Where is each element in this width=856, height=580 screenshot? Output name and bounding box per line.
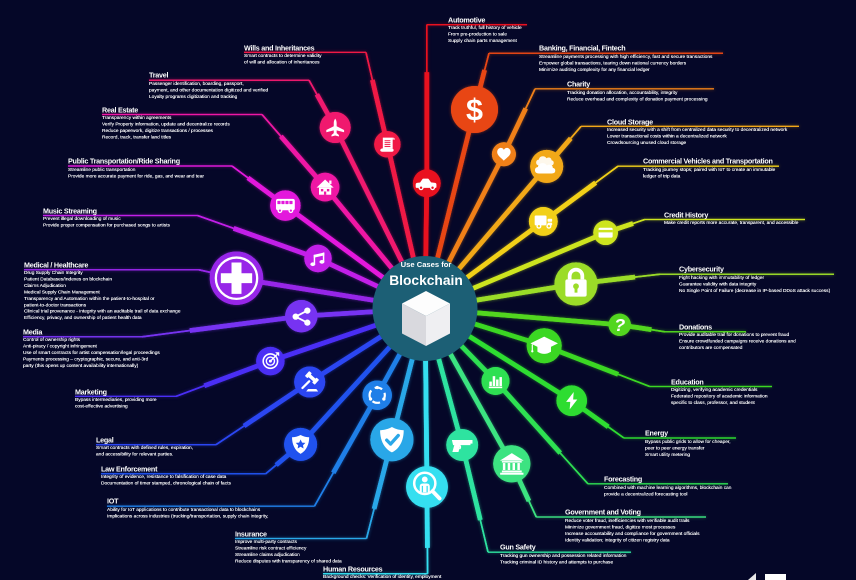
svg-text:Blockchain: Blockchain [389, 273, 463, 288]
svg-text:Use Cases for: Use Cases for [401, 260, 452, 269]
